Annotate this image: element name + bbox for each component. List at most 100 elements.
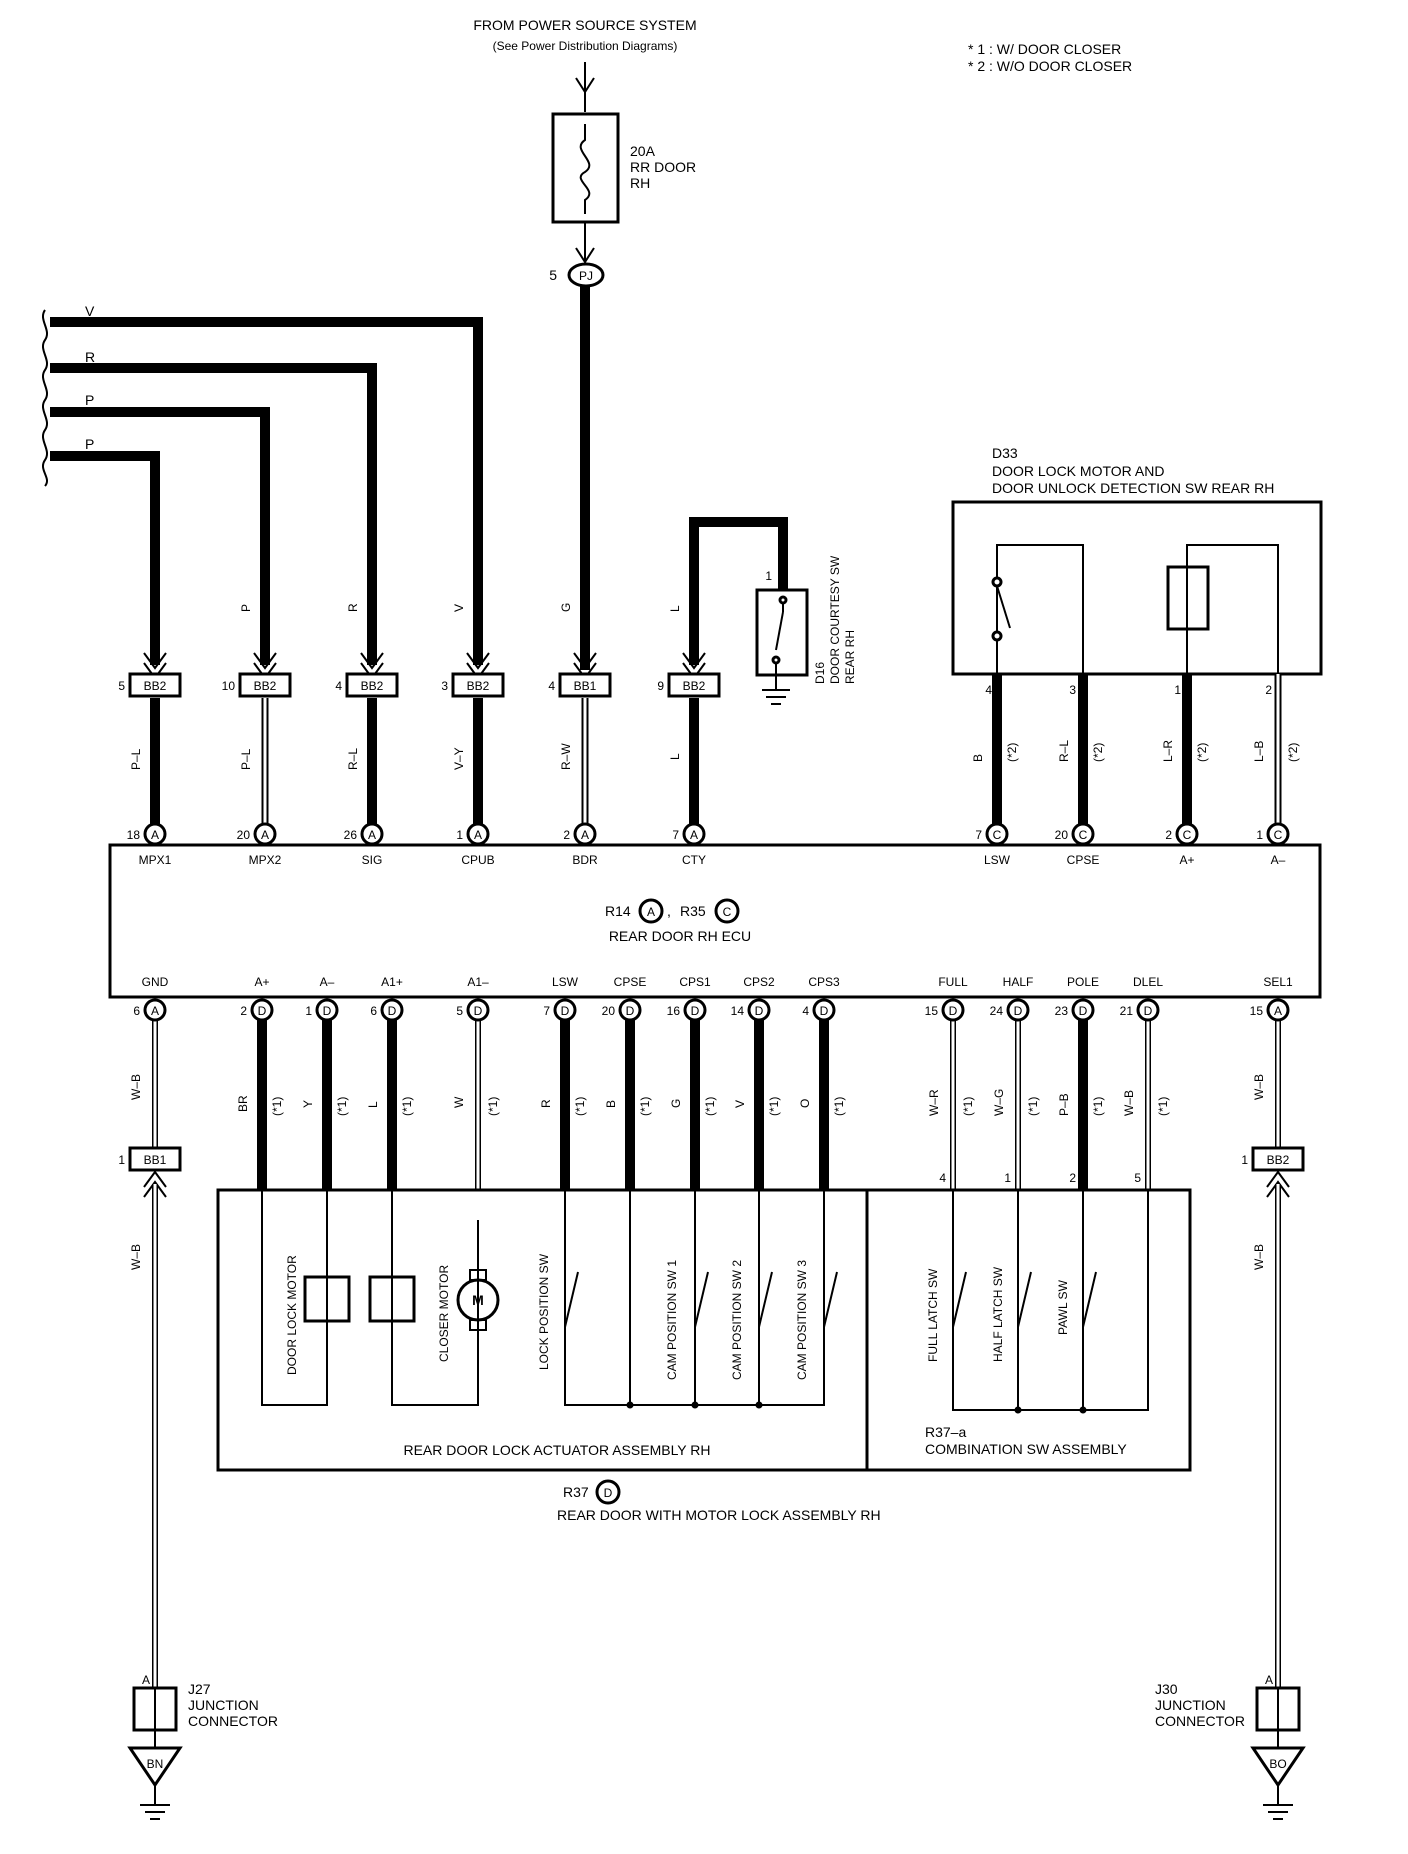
svg-text:(*1): (*1) bbox=[486, 1097, 500, 1116]
svg-text:A+: A+ bbox=[1179, 853, 1194, 867]
ecu-top-pins: A 18 A 20 A 26 A 1 A 2 A 7 C 7 C 20 C 2 … bbox=[127, 822, 1290, 846]
ecu-label: R14 A , R35 C REAR DOOR RH ECU bbox=[605, 898, 751, 944]
svg-text:PJ: PJ bbox=[579, 269, 593, 283]
d33-motor-icon bbox=[1166, 565, 1210, 631]
svg-text:A–: A– bbox=[1271, 853, 1286, 867]
svg-text:A: A bbox=[647, 905, 655, 919]
bb-connector-5: BB1 4 bbox=[548, 672, 612, 698]
combination-switches: FULL LATCH SW HALF LATCH SW PAWL SW R37–… bbox=[925, 1190, 1149, 1457]
svg-text:R–L: R–L bbox=[1057, 740, 1071, 762]
wire-p-2 bbox=[50, 451, 160, 665]
svg-text:(*1): (*1) bbox=[1091, 1097, 1105, 1116]
svg-text:(*2): (*2) bbox=[1005, 743, 1019, 762]
svg-text:(*1): (*1) bbox=[832, 1097, 846, 1116]
svg-text:G: G bbox=[669, 1099, 683, 1108]
svg-text:16: 16 bbox=[667, 1004, 681, 1018]
svg-text:(*2): (*2) bbox=[1091, 743, 1105, 762]
svg-text:A: A bbox=[1274, 1004, 1282, 1018]
svg-text:D: D bbox=[604, 1486, 613, 1500]
svg-text:(*1): (*1) bbox=[638, 1097, 652, 1116]
svg-text:SEL1: SEL1 bbox=[1263, 975, 1293, 989]
bb-connector-4: BB2 3 bbox=[441, 672, 505, 698]
svg-text:4: 4 bbox=[335, 679, 342, 693]
svg-text:24: 24 bbox=[990, 1004, 1004, 1018]
svg-text:D: D bbox=[388, 1004, 397, 1018]
svg-text:A: A bbox=[581, 828, 589, 842]
bb-connector-6: BB2 9 bbox=[657, 672, 721, 698]
svg-text:23: 23 bbox=[1055, 1004, 1069, 1018]
svg-text:W–G: W–G bbox=[992, 1089, 1006, 1116]
svg-text:W–B: W–B bbox=[129, 1244, 143, 1270]
combo-name: COMBINATION SW ASSEMBLY bbox=[925, 1441, 1127, 1457]
svg-text:CPSE: CPSE bbox=[1067, 853, 1100, 867]
svg-text:5: 5 bbox=[456, 1004, 463, 1018]
svg-text:14: 14 bbox=[731, 1004, 745, 1018]
right-ground: BB2 1 W–B A J30 JUNCTION CONNECTOR BO bbox=[1155, 1146, 1306, 1820]
svg-text:4: 4 bbox=[548, 679, 555, 693]
svg-text:C: C bbox=[993, 828, 1002, 842]
svg-text:3: 3 bbox=[441, 679, 448, 693]
svg-text:4: 4 bbox=[802, 1004, 809, 1018]
svg-text:D: D bbox=[755, 1004, 764, 1018]
svg-text:2: 2 bbox=[563, 828, 570, 842]
bottom-wires bbox=[152, 1012, 1281, 1190]
svg-text:P–B: P–B bbox=[1057, 1093, 1071, 1116]
svg-text:C: C bbox=[1274, 828, 1283, 842]
svg-text:B: B bbox=[971, 754, 985, 762]
svg-text:BB2: BB2 bbox=[254, 679, 277, 693]
svg-text:20: 20 bbox=[1055, 828, 1069, 842]
svg-text:D: D bbox=[1079, 1004, 1088, 1018]
svg-text:LSW: LSW bbox=[984, 853, 1011, 867]
svg-text:P: P bbox=[85, 436, 94, 452]
svg-text:W–B: W–B bbox=[1122, 1090, 1136, 1116]
svg-text:5: 5 bbox=[1134, 1171, 1141, 1185]
svg-text:CPSE: CPSE bbox=[614, 975, 647, 989]
svg-text:20: 20 bbox=[602, 1004, 616, 1018]
svg-text:A: A bbox=[261, 828, 269, 842]
svg-text:2: 2 bbox=[1069, 1171, 1076, 1185]
fuse-rating: 20A bbox=[630, 143, 656, 159]
svg-text:(*1): (*1) bbox=[767, 1097, 781, 1116]
svg-text:5: 5 bbox=[549, 267, 557, 283]
svg-text:7: 7 bbox=[672, 828, 679, 842]
svg-text:D: D bbox=[1144, 1004, 1153, 1018]
svg-text:(*1): (*1) bbox=[703, 1097, 717, 1116]
fuse-name-2: RH bbox=[630, 175, 650, 191]
svg-text:R35: R35 bbox=[680, 903, 706, 919]
svg-text:V–Y: V–Y bbox=[452, 747, 466, 770]
svg-text:1: 1 bbox=[305, 1004, 312, 1018]
power-source-subtitle: (See Power Distribution Diagrams) bbox=[493, 39, 678, 53]
svg-text:FULL LATCH SW: FULL LATCH SW bbox=[926, 1268, 940, 1362]
svg-text:1: 1 bbox=[118, 1153, 125, 1167]
svg-text:1: 1 bbox=[1256, 828, 1263, 842]
svg-text:20: 20 bbox=[237, 828, 251, 842]
svg-text:A: A bbox=[151, 828, 159, 842]
svg-text:R: R bbox=[85, 349, 95, 365]
svg-text:CONNECTOR: CONNECTOR bbox=[188, 1713, 278, 1729]
svg-text:D: D bbox=[949, 1004, 958, 1018]
left-incoming-wires: V R P P bbox=[42, 303, 706, 680]
svg-text:D: D bbox=[561, 1004, 570, 1018]
svg-text:R: R bbox=[539, 1099, 553, 1108]
d33-module: D33 DOOR LOCK MOTOR AND DOOR UNLOCK DETE… bbox=[951, 445, 1323, 697]
fuse-icon bbox=[579, 124, 591, 214]
svg-text:15: 15 bbox=[925, 1004, 939, 1018]
wire-r bbox=[50, 363, 377, 665]
svg-text:CAM POSITION SW 2: CAM POSITION SW 2 bbox=[730, 1260, 744, 1380]
ecu-box bbox=[108, 843, 1322, 999]
svg-text:D: D bbox=[258, 1004, 267, 1018]
svg-text:V: V bbox=[733, 1100, 747, 1108]
svg-text:MPX2: MPX2 bbox=[249, 853, 282, 867]
svg-text:W–B: W–B bbox=[1252, 1074, 1266, 1100]
svg-text:(*1): (*1) bbox=[573, 1097, 587, 1116]
svg-text:(*1): (*1) bbox=[961, 1097, 975, 1116]
svg-text:CAM POSITION SW 1: CAM POSITION SW 1 bbox=[665, 1260, 679, 1380]
svg-text:7: 7 bbox=[543, 1004, 550, 1018]
svg-text:P: P bbox=[239, 604, 253, 612]
svg-text:6: 6 bbox=[370, 1004, 377, 1018]
svg-text:1: 1 bbox=[456, 828, 463, 842]
svg-text:2: 2 bbox=[1165, 828, 1172, 842]
svg-text:BB2: BB2 bbox=[683, 679, 706, 693]
svg-text:J30: J30 bbox=[1155, 1681, 1178, 1697]
svg-text:DOOR LOCK MOTOR AND: DOOR LOCK MOTOR AND bbox=[992, 463, 1164, 479]
